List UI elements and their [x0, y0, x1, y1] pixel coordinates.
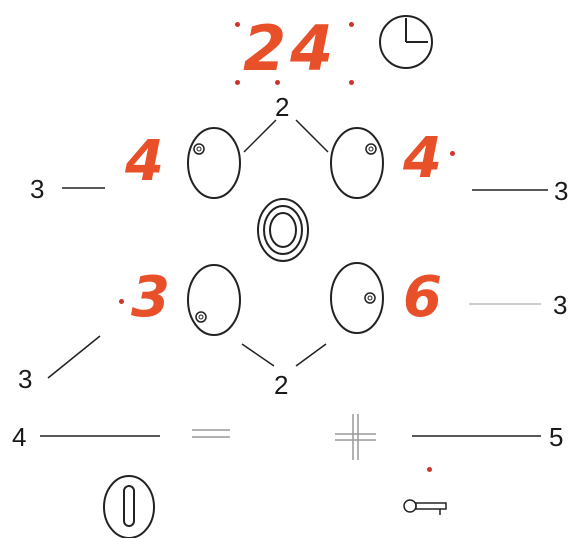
zone-front-left-dot — [119, 299, 124, 304]
power-icon[interactable] — [103, 475, 155, 538]
callout-plus-key: 5 — [549, 422, 564, 452]
timer-dot-br — [349, 80, 354, 85]
callout-zone-selectors-bottom: 2 — [274, 370, 289, 400]
callout-display-front-right: 3 — [553, 290, 568, 320]
callout-lines — [40, 119, 548, 437]
zone-level-front-right: 6 — [403, 265, 442, 330]
zone-level-front-left: 3 — [131, 265, 170, 330]
callout-zone-selectors-top: 2 — [275, 92, 290, 122]
timer-display: 24 — [243, 12, 338, 85]
timer-dot-tl — [235, 22, 240, 27]
key-lock-indicator-dot — [427, 467, 432, 472]
timer-decimal-dot — [275, 80, 280, 85]
zone-selector-rear-left[interactable] — [187, 127, 241, 199]
callout-minus-key: 4 — [12, 422, 27, 452]
plus-icon[interactable] — [335, 414, 376, 460]
callout-display-rear-right: 3 — [554, 176, 569, 206]
zone-selector-front-right[interactable] — [330, 262, 384, 334]
key-lock-icon[interactable] — [403, 499, 447, 515]
timer-dot-bl — [235, 80, 240, 85]
zone-ring-icon[interactable] — [257, 198, 309, 262]
timer-dot-tr — [349, 22, 354, 27]
zone-level-rear-left: 4 — [125, 129, 164, 194]
minus-icon[interactable] — [192, 429, 230, 438]
zone-rear-right-dot — [450, 151, 455, 156]
zone-selector-rear-right[interactable] — [330, 127, 384, 199]
callout-display-front-left: 3 — [18, 364, 33, 394]
callout-display-rear-left: 3 — [30, 174, 45, 204]
zone-selector-front-left[interactable] — [187, 264, 241, 336]
zone-level-rear-right: 4 — [403, 126, 442, 191]
clock-icon[interactable] — [379, 15, 433, 69]
